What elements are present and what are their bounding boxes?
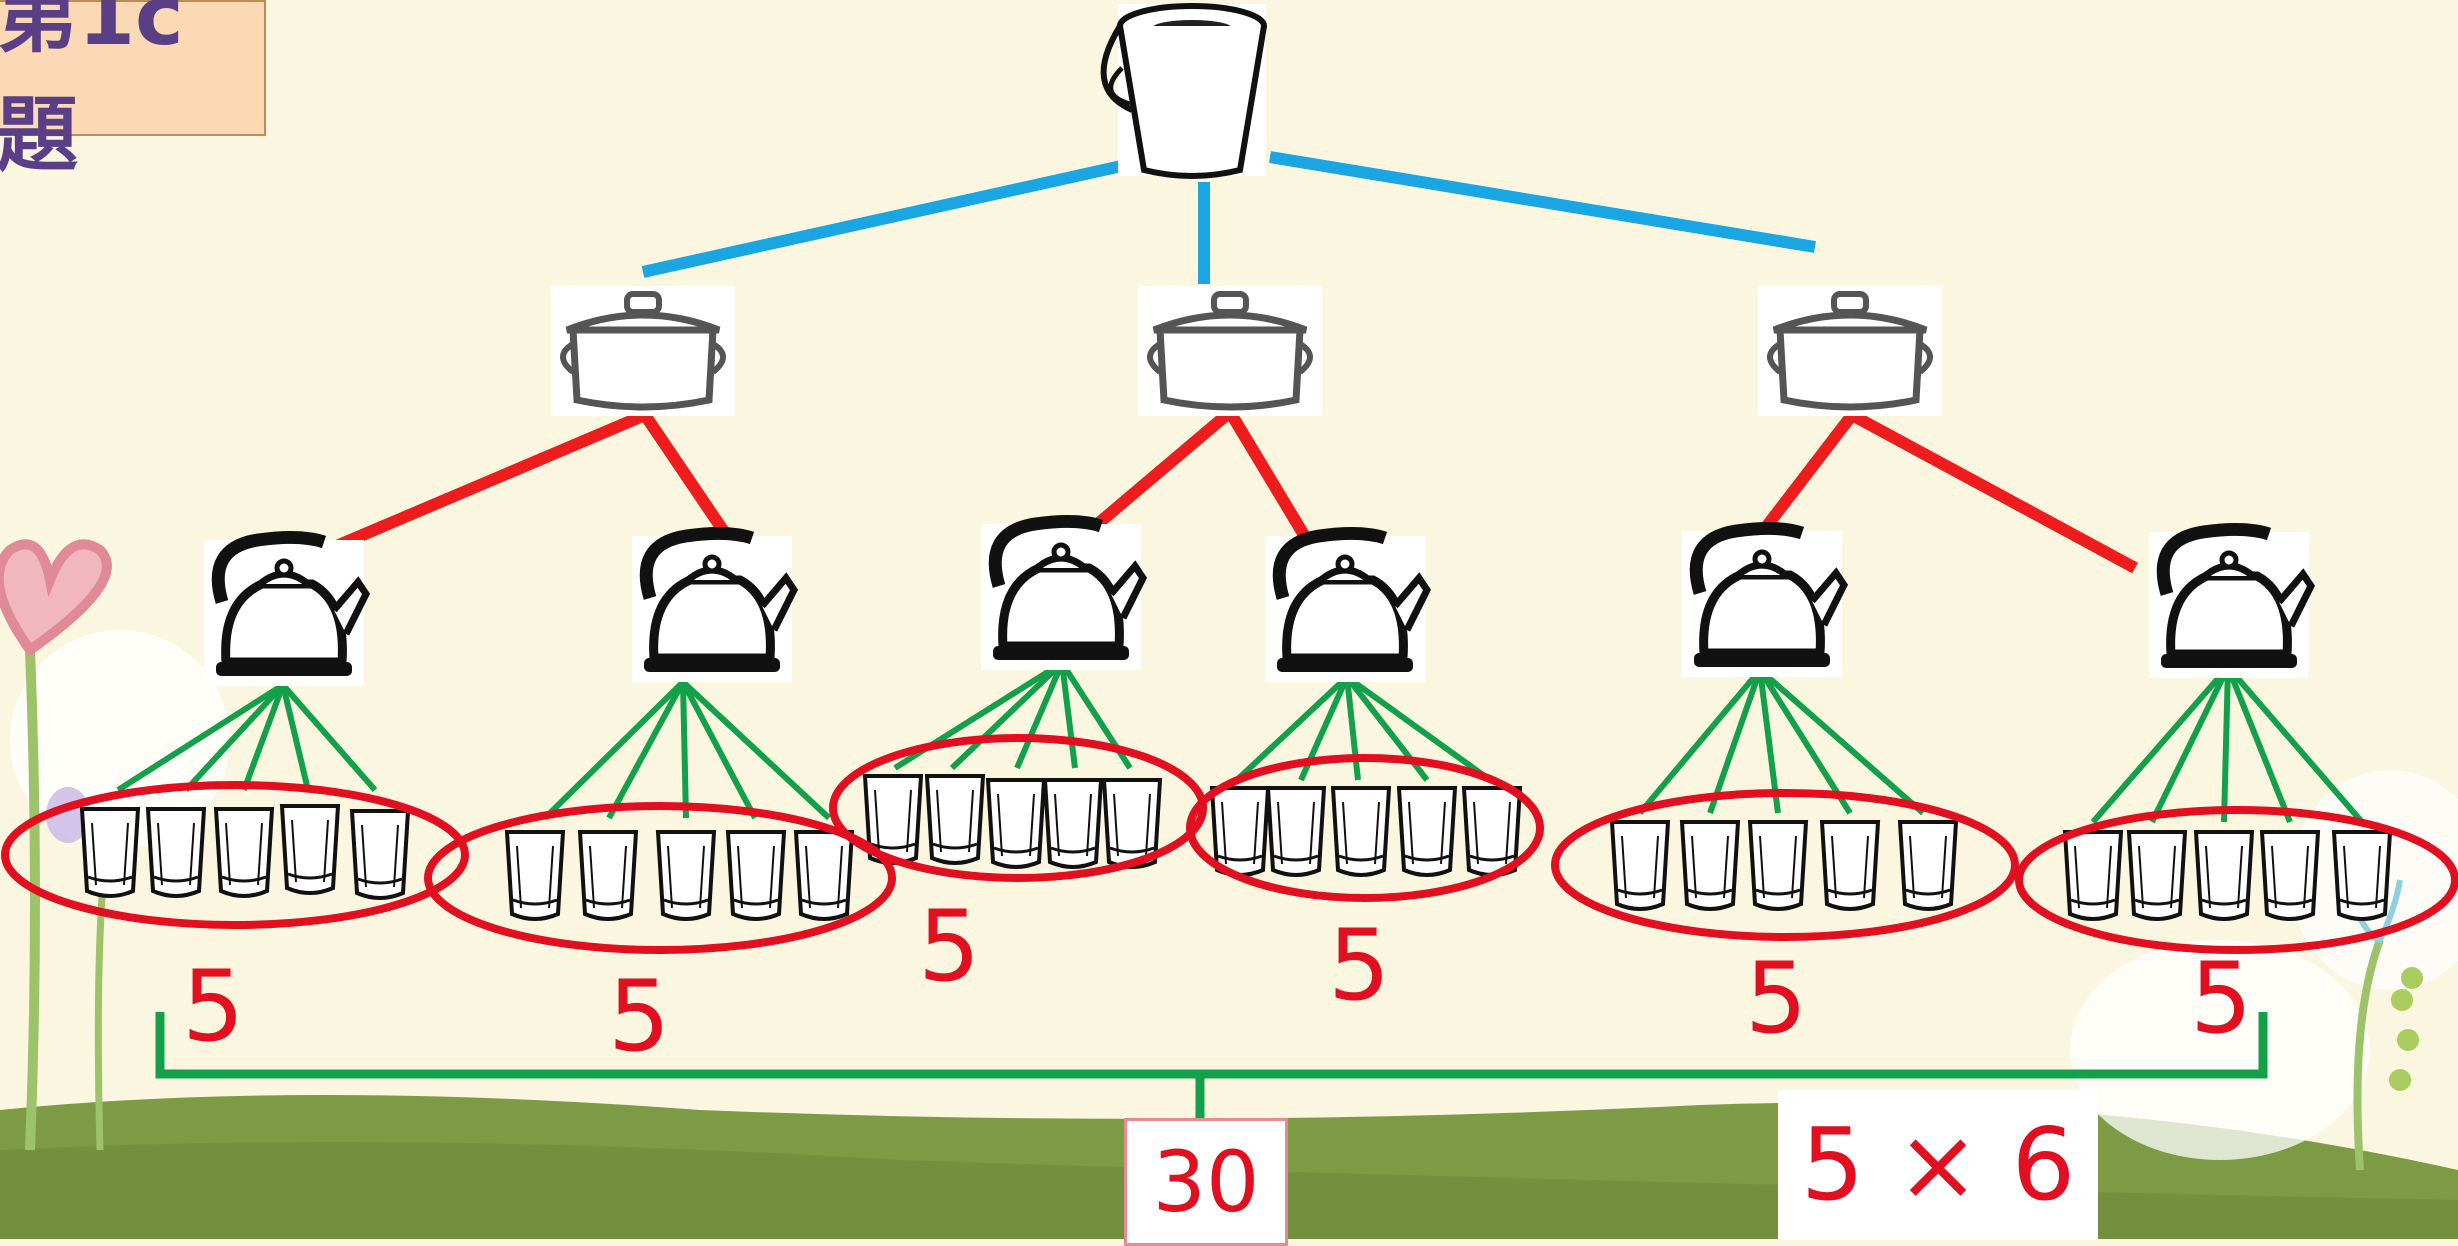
- cup-group-6: [2063, 830, 2392, 921]
- cup-group-4: [1210, 786, 1522, 877]
- cup-group-2: [505, 830, 854, 921]
- group-ellipse: [2015, 806, 2458, 954]
- bucket-to-pot-lines: [641, 151, 1816, 284]
- group-ellipses: [1, 734, 2458, 954]
- pot-icon: [551, 286, 735, 416]
- group-ellipse: [1186, 754, 1544, 902]
- kettle-icon: [981, 521, 1143, 670]
- cup-group-3: [863, 774, 1162, 869]
- bucket-icon: [1100, 3, 1267, 179]
- kettle-icon: [2149, 529, 2311, 678]
- total-bracket: [155, 1012, 2268, 1120]
- group-ellipse: [1551, 789, 2019, 941]
- group-count-label: 5: [1328, 909, 1391, 1023]
- kettle-to-cup-lines: [116, 660, 2365, 824]
- multiplication-expression: 5 × 6: [1778, 1090, 2098, 1240]
- kettle-icon: [1682, 528, 1844, 677]
- group-ellipse: [829, 734, 1207, 882]
- total-value: 30: [1124, 1118, 1288, 1246]
- kettle-icon: [1265, 533, 1427, 682]
- question-title: 第1c題: [0, 0, 266, 183]
- group-ellipse: [1, 781, 469, 929]
- kettle-icon: [204, 537, 366, 686]
- group-count-label: 5: [2190, 942, 2253, 1056]
- pot-to-kettle-lines: [317, 407, 2138, 574]
- group-count-label: 5: [1745, 942, 1808, 1056]
- cup-group-5: [1610, 820, 1958, 911]
- group-ellipse: [424, 802, 896, 954]
- kettle-icon: [632, 533, 794, 682]
- group-count-label: 5: [608, 960, 671, 1074]
- pot-icon: [1138, 286, 1322, 416]
- group-count-label: 5: [918, 890, 981, 1004]
- group-count-label: 5: [182, 950, 245, 1064]
- cup-group-1: [80, 804, 410, 900]
- pot-icon: [1758, 286, 1942, 416]
